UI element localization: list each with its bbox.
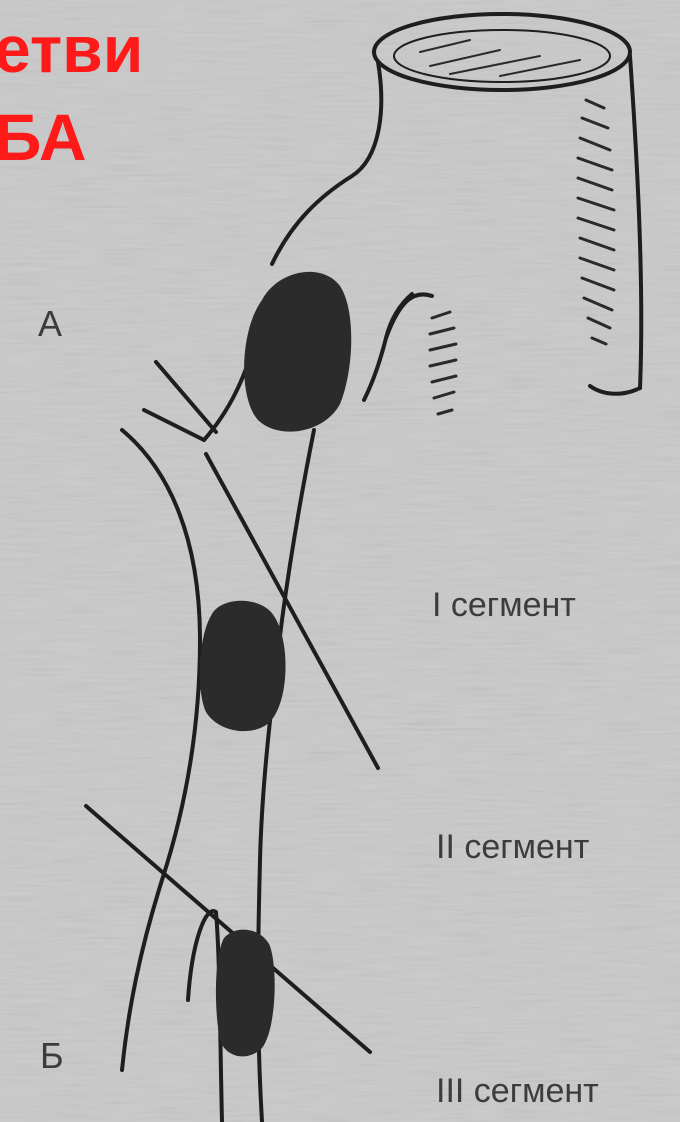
label-segment-3: III сегмент (436, 1074, 599, 1108)
label-b: Б (40, 1038, 64, 1074)
label-segment-1: I сегмент (432, 588, 576, 622)
title-line-1: етви (0, 16, 194, 82)
label-a: А (38, 306, 62, 342)
label-segment-2: II сегмент (436, 830, 589, 864)
title-line-2: БА (0, 104, 194, 170)
plaque-segment-3 (216, 930, 275, 1057)
plaque-segment-2 (200, 601, 286, 731)
